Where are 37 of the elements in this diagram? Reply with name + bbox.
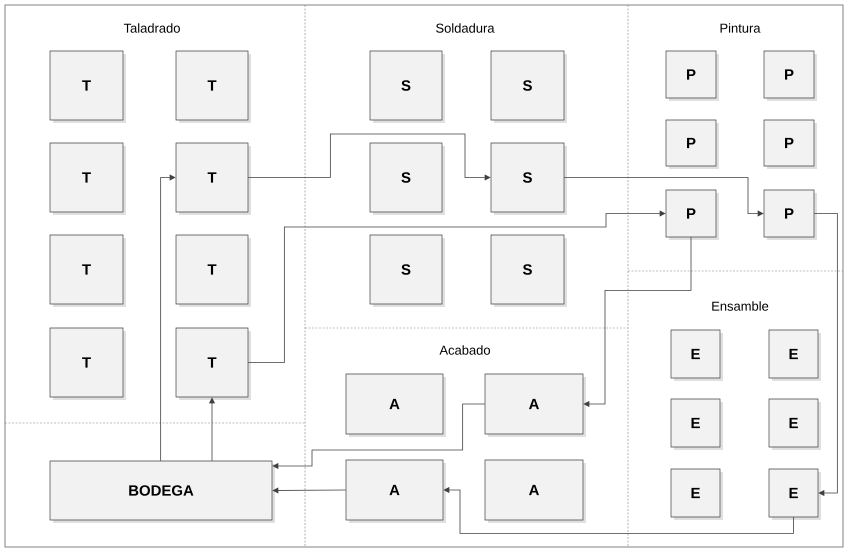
station-box: T [176, 142, 251, 215]
area-title: Acabado [439, 345, 490, 355]
area-title: Soldadura [436, 23, 495, 33]
station-box: T [176, 234, 251, 307]
station-box: S [490, 50, 567, 123]
station-box: P [764, 190, 817, 240]
station-box: P [666, 120, 719, 169]
station-box: S [490, 234, 567, 307]
station-box: E [670, 398, 723, 450]
station-box: P [666, 190, 719, 240]
station-box: A [484, 460, 586, 523]
station-box: S [370, 234, 445, 307]
station-box: P [764, 50, 817, 101]
station-box: A [484, 374, 586, 437]
station-box: A [346, 460, 446, 523]
station-box: T [50, 328, 126, 400]
station-box: BODEGA [50, 460, 275, 523]
station-box: T [176, 50, 251, 123]
station-box: A [346, 374, 446, 437]
station-box: E [768, 398, 821, 450]
station-box: P [666, 50, 719, 101]
station-box: E [768, 468, 821, 520]
station-box: E [670, 330, 723, 381]
station-box: S [370, 142, 445, 215]
station-box: T [176, 328, 251, 400]
station-box: E [670, 468, 723, 520]
arrow [814, 213, 838, 496]
station-box: E [768, 330, 821, 381]
area-title: Taladrado [124, 23, 180, 33]
area-title: Pintura [720, 23, 761, 33]
station-box: S [370, 50, 445, 123]
station-box: T [50, 142, 126, 215]
station-box: T [50, 234, 126, 307]
station-box: P [764, 120, 817, 169]
station-box: S [490, 142, 567, 215]
area-title: Ensamble [712, 301, 768, 311]
station-box: T [50, 50, 126, 123]
